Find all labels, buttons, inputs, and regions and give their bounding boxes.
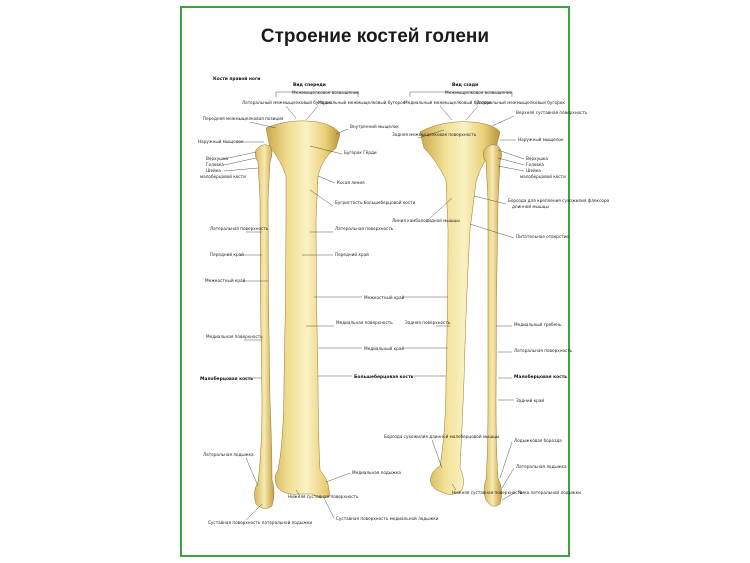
label-neck-front: Шейка [206, 168, 221, 173]
label-gerdy: Бугорок Гёрди [344, 150, 377, 155]
header-main: Кости правой ноги [213, 75, 260, 82]
label-flexor: длинной мышцы [512, 204, 549, 209]
label-groove-back: Борозда сухожилия длинной малоберцовой м… [384, 434, 499, 439]
label-sup-art-back: Верхняя суставная поверхность [516, 110, 588, 115]
label-neck-back: Шейка [526, 168, 541, 173]
label-lat-malleolus-back: Латеральная лодыжка [516, 464, 567, 469]
label-post-field-front: Передняя межмыщелковая позиция [203, 116, 284, 121]
label-tuberosity: Бугристость большеберцовой кости [335, 200, 416, 205]
label-art-surface-lat: Суставная поверхность латеральной лодыжк… [208, 520, 312, 525]
label-soleus: Линия камбаловидной мышцы [392, 218, 460, 223]
label-interosseous-front: Межкостный край [205, 278, 246, 283]
label-ant-margin-front: Передний край [210, 252, 244, 257]
front-intercondylar: Межмыщелковое возвышение [292, 90, 360, 95]
label-inf-art-front: Нижняя суставная поверхность [288, 494, 359, 499]
label-post-margin-back: Задний край [516, 398, 544, 403]
label-med-surface-center: Медиальная поверхность [336, 320, 393, 325]
back-intercondylar: Межмыщелковое возвышение [445, 90, 513, 95]
label-malleolar-groove: Лодыжковая борозда [514, 438, 562, 443]
label-post-field-back: Задняя межмыщелковая поверхность [392, 132, 477, 137]
label-fibula-bone-back: малоберцовой кости [520, 174, 566, 179]
label-fossa: Ямка латеральной лодыжки [518, 490, 581, 495]
label-inf-art-back: Нижняя суставная поверхность [452, 490, 523, 495]
label-ext-condyle-front: Наружный мыщелок [198, 139, 244, 144]
label-lat-tubercle-front: Латеральный межмыщелковый бугорок [242, 100, 331, 105]
label-lat-surface-back: Латеральная поверхность [514, 348, 573, 353]
label-fibula-back: Малоберцовая кость [514, 373, 567, 380]
header-front: Вид спереди [293, 82, 326, 88]
label-lat-surface-front: Латеральная поверхность [210, 226, 269, 231]
label-groove-tendon: Борозда для крепления сухожилия флексора [508, 198, 610, 203]
label-med-malleolus: Медиальная лодыжка [352, 470, 401, 475]
label-fibula-front: Малоберцовая кость [200, 375, 253, 382]
tibia-front [265, 120, 341, 498]
label-med-tubercle-back: Медиальный межмыщелковый бугорок [404, 100, 492, 105]
header-back: Вид сзади [452, 82, 478, 88]
fibula-front [254, 144, 275, 509]
label-med-margin-center: Медиальный край [364, 346, 404, 351]
label-lat-surface-front-r: Латеральная поверхность [335, 226, 394, 231]
label-head-back: Головка [526, 162, 544, 167]
label-med-surface-front: Медиальная поверхность [206, 334, 263, 339]
label-med-crest: Медиальный гребень [514, 322, 562, 327]
label-tibia-center: Большеберцовая кость [354, 373, 414, 380]
fibula-back [483, 144, 502, 507]
label-interosseous-center: Межкостный край [364, 295, 405, 300]
poster-title: Строение костей голени [260, 26, 490, 47]
label-ext-condyle-back: Наружный мыщелок [518, 137, 564, 142]
label-int-condyle-front: Внутренний мыщелок [350, 124, 399, 129]
label-fibula-bone-front: малоберцовой кости [200, 174, 246, 179]
label-nutrient: Питательное отверстие [516, 234, 569, 239]
label-lat-tubercle-back: Латеральный межмыщелковый бугорок [476, 100, 565, 105]
label-post-surface-back: Задняя поверхность [405, 320, 451, 325]
label-oblique: Косая линия [337, 180, 365, 185]
label-med-tubercle-front: Медиальный межмыщелковый бугорок [318, 100, 406, 105]
label-ant-margin-front-r: Передний край [335, 252, 369, 257]
anatomy-poster: Строение костей голени [180, 6, 570, 557]
label-apex-back: Верхушка [526, 156, 548, 161]
label-head-front: Головка [206, 162, 224, 167]
label-art-surface-med: Суставная поверхность медиальной лодыжки [336, 516, 439, 521]
label-apex-front: Верхушка [206, 156, 228, 161]
label-lat-malleolus-front: Латеральная лодыжка [203, 452, 254, 457]
